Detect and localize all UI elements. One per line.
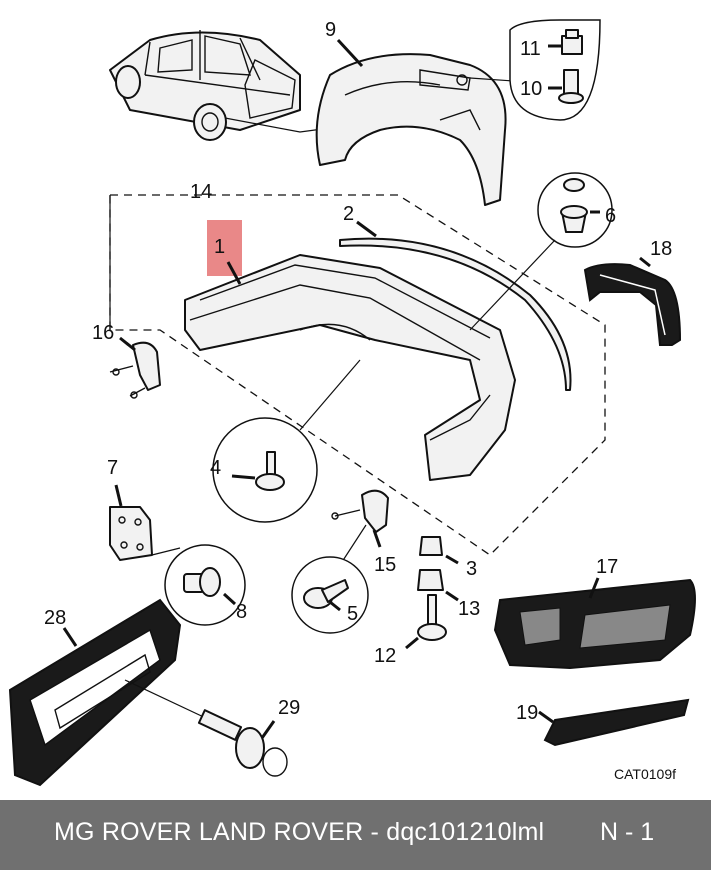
part-1-rear-bumper	[184, 220, 516, 481]
parts-diagram: 9 11 10 14 2 6 1 18 16 4 7 15 3 17 8 5 1…	[8, 19, 696, 787]
callout-3: 3	[466, 558, 477, 580]
catalog-code: CAT0109f	[614, 766, 676, 782]
callout-12: 12	[374, 645, 396, 667]
fastener-4-group	[212, 359, 361, 523]
callout-15: 15	[374, 554, 396, 576]
footer-title: MG ROVER LAND ROVER - dqc101210lml	[54, 818, 545, 846]
fasteners-11-10-group	[509, 19, 601, 121]
callout-13: 13	[458, 598, 480, 620]
callout-10: 10	[520, 78, 542, 100]
part-16-bracket	[109, 336, 161, 399]
fastener-8-group	[151, 544, 246, 626]
callout-11: 11	[520, 38, 541, 60]
callout-16: 16	[92, 322, 114, 344]
callout-2: 2	[343, 203, 354, 225]
callout-18: 18	[650, 238, 672, 260]
callout-7: 7	[107, 457, 118, 479]
fasteners-3-13-12-group	[405, 536, 459, 650]
footer-bar: MG ROVER LAND ROVER - dqc101210lml N - 1	[0, 800, 711, 870]
assembly-outline-14	[109, 194, 606, 556]
fasteners-6-group	[469, 172, 613, 331]
fastener-5-group	[291, 556, 369, 634]
callout-19: 19	[516, 702, 538, 724]
callout-labels: 9 11 10 14 2 6 1 18 16 4 7 15 3 17 8 5 1…	[44, 19, 676, 782]
part-18-reflector	[583, 256, 682, 346]
callout-8: 8	[236, 601, 247, 623]
callout-4: 4	[210, 457, 221, 479]
car-overview	[109, 30, 331, 141]
callout-17: 17	[596, 556, 618, 578]
part-2-trim-strip	[339, 220, 572, 391]
callout-9: 9	[325, 19, 336, 41]
part-29-stud	[197, 709, 288, 777]
callout-1: 1	[214, 236, 225, 258]
part-9-wheel-arch-liner	[315, 38, 529, 206]
callout-14: 14	[190, 181, 212, 203]
part-7-bracket-plate	[109, 484, 153, 561]
callout-29: 29	[278, 697, 300, 719]
footer-page-number: N - 1	[600, 818, 655, 846]
part-19-strip	[538, 698, 690, 747]
callout-28: 28	[44, 607, 66, 629]
part-28-plate-surround	[8, 598, 211, 787]
callout-6: 6	[605, 205, 616, 227]
part-17-grille	[493, 577, 696, 670]
callout-5: 5	[347, 603, 358, 625]
part-15-bracket	[331, 489, 389, 566]
